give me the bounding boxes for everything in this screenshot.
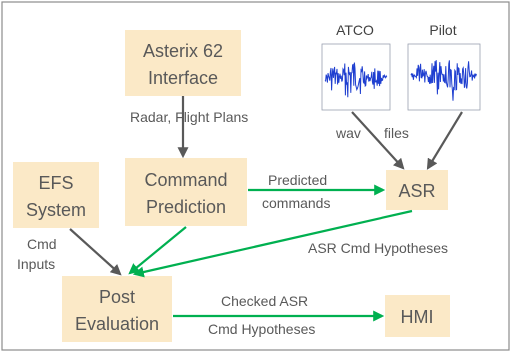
pilot-waveform-signal [410,60,477,101]
pilot-waveform: Pilot [407,22,481,111]
label-asr-cmd-hypotheses: ASR Cmd Hypotheses [308,240,448,256]
label-commands: commands [262,195,330,211]
arrow-command-prediction-to-post-evaluation [128,226,187,275]
label-wav: wav [335,125,361,141]
post-evaluation-line1: Post [99,287,135,307]
efs-system-line1: EFS [38,173,73,193]
atco-waveform-signal [324,62,388,98]
command-prediction-line2: Prediction [146,197,226,217]
asr-label: ASR [398,181,435,201]
arrow-efs-to-post-evaluation [69,228,122,276]
hmi-label: HMI [401,307,434,327]
arrow-pilot-to-asr [426,111,463,170]
post-evaluation-box: Post Evaluation [62,276,172,342]
label-predicted: Predicted [268,172,327,188]
atco-waveform: ATCO [321,22,391,111]
efs-system-line2: System [26,200,86,220]
asterix-interface-line1: Asterix 62 [143,41,223,61]
atco-waveform-title: ATCO [336,22,374,38]
command-prediction-line1: Command [144,170,227,190]
label-files: files [384,125,409,141]
label-radar-flight-plans: Radar, Flight Plans [130,109,248,125]
label-inputs: Inputs [17,256,55,272]
command-prediction-box: Command Prediction [125,158,247,226]
label-checked-asr: Checked ASR [221,293,308,309]
label-cmd: Cmd [27,236,57,252]
efs-system-box: EFS System [13,162,99,228]
post-evaluation-line2: Evaluation [75,314,159,334]
asterix-interface-box: Asterix 62 Interface [125,30,241,96]
arrow-atco-to-asr [351,111,405,170]
label-cmd-hypotheses: Cmd Hypotheses [208,321,315,337]
pilot-waveform-title: Pilot [429,22,456,38]
arrow-asr-to-post-evaluation [132,209,413,278]
asterix-interface-line2: Interface [148,68,218,88]
hmi-box: HMI [385,295,450,337]
asr-box: ASR [386,170,448,210]
